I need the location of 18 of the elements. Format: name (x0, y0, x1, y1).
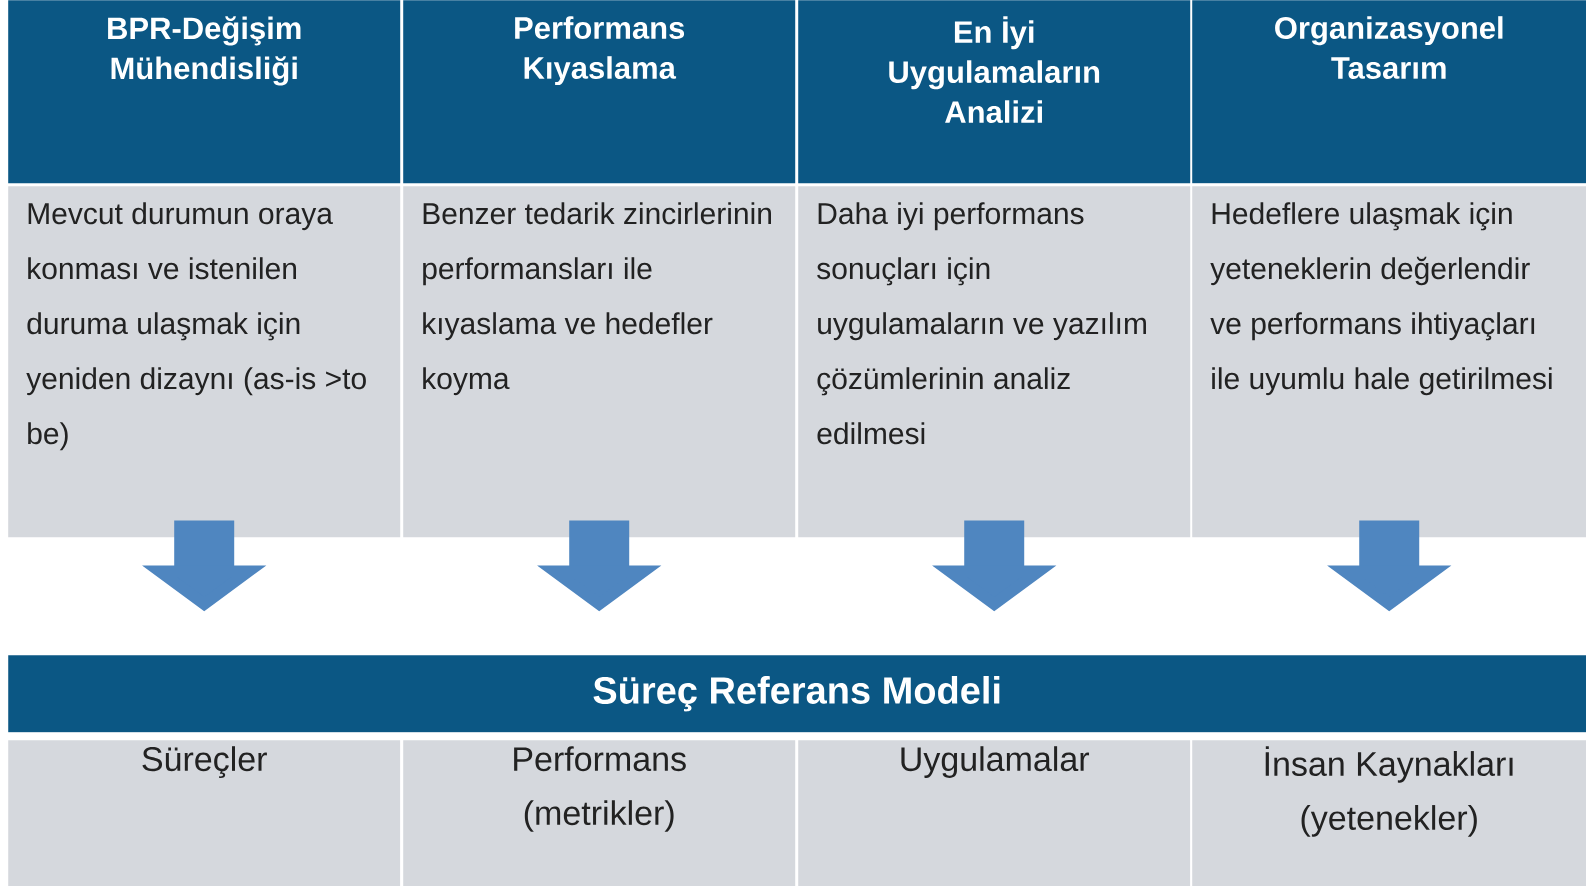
description-box: Mevcut durumun oraya konması ve istenilen duruma ulaşmak için yeniden dizaynı (as-is >to be) (8, 186, 401, 538)
model-cell: Uygulamalar (798, 740, 1191, 886)
node-label: Organizasyonel Tasarım (1275, 16, 1503, 79)
node-label: Daha iyi performans sonuçları için uygulamaların ve yazılım çözümlerinin analiz edilmesi (817, 202, 1146, 445)
node-label: İnsan Kaynakları (yetenekler) (1265, 746, 1513, 837)
description-box: Daha iyi performans sonuçları için uygulamaların ve yazılım çözümlerinin analiz edilmesi (798, 186, 1191, 538)
description-box: Benzer tedarik zincirlerinin performansları ile kıyaslama ve hedefler koyma (403, 186, 796, 538)
node-label: En İyi Uygulamaların Analizi (889, 16, 1100, 124)
model-cell: Süreçler (8, 740, 401, 886)
column-header: Performans Kıyaslama (403, 0, 796, 184)
column-header: En İyi Uygulamaların Analizi (798, 0, 1191, 184)
model-cell: Performans (metrikler) (403, 740, 796, 886)
column-header: BPR-Değişim Mühendisliği (8, 0, 401, 184)
column-header: Organizasyonel Tasarım (1192, 0, 1586, 184)
model-cell: İnsan Kaynakları (yetenekler) (1192, 740, 1586, 886)
model-band: Süreç Referans Modeli (8, 655, 1586, 733)
description-box: Hedeflere ulaşmak için yeteneklerin değerlendir ve performans ihtiyaçları ile uyumlu hale getirilmesi (1192, 186, 1586, 538)
node-label: Hedeflere ulaşmak için yeteneklerin değerlendir ve performans ihtiyaçları ile uyumlu hale getirilmesi (1210, 202, 1552, 396)
